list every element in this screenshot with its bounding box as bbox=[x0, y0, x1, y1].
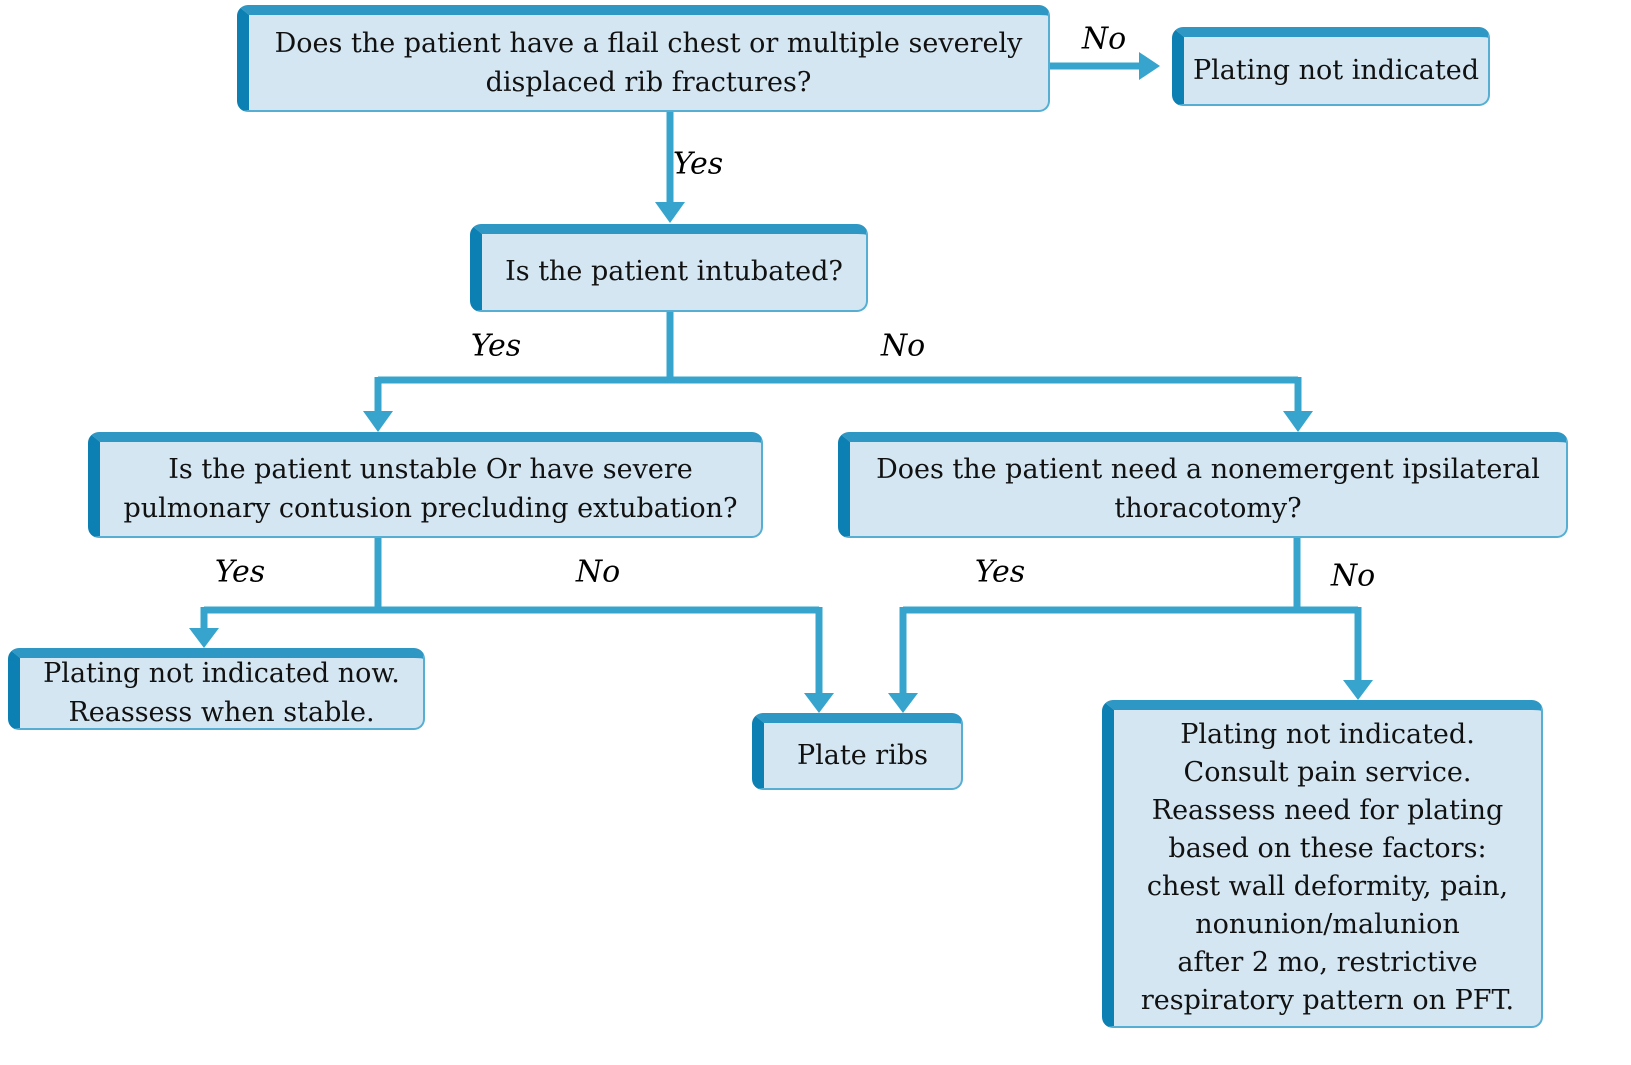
decision-thoracotomy-text: Does the patient need a nonemergent ipsi… bbox=[876, 454, 1540, 524]
outcome-plate-ribs: Plate ribs bbox=[752, 713, 963, 790]
outcome-plating-not-indicated: Plating not indicated bbox=[1172, 27, 1490, 106]
arrowhead-q2-no bbox=[1283, 411, 1313, 432]
edge-label-q4-no: No bbox=[1330, 558, 1376, 594]
decision-thoracotomy: Does the patient need a nonemergent ipsi… bbox=[838, 432, 1568, 538]
connector-q2-split bbox=[374, 312, 1302, 412]
edge-label-q4-yes: Yes bbox=[974, 554, 1026, 590]
decision-unstable-contusion-text: Is the patient unstable Or have severe p… bbox=[123, 454, 738, 524]
arrowhead-q1-yes bbox=[655, 202, 685, 223]
outcome-reassess-when-stable-text: Plating not indicated now. Reassess when… bbox=[43, 658, 400, 728]
edge-label-q3-no: No bbox=[575, 554, 621, 590]
outcome-consult-pain-service: Plating not indicated. Consult pain serv… bbox=[1102, 700, 1543, 1028]
decision-flail-chest-text: Does the patient have a flail chest or m… bbox=[274, 27, 1023, 98]
arrowhead-q4-yes bbox=[888, 693, 918, 713]
edge-label-q1-yes: Yes bbox=[672, 146, 724, 182]
arrowhead-q1-no bbox=[1139, 52, 1160, 80]
decision-intubated: Is the patient intubated? bbox=[470, 224, 868, 312]
edge-label-q1-no: No bbox=[1081, 21, 1127, 57]
arrowhead-q3-yes bbox=[189, 628, 219, 648]
edge-label-q2-no: No bbox=[880, 328, 926, 364]
arrowhead-q4-no bbox=[1343, 680, 1373, 700]
decision-intubated-text: Is the patient intubated? bbox=[505, 256, 843, 287]
outcome-plating-not-indicated-text: Plating not indicated bbox=[1193, 54, 1479, 86]
edge-label-q3-yes: Yes bbox=[214, 554, 266, 590]
outcome-consult-pain-service-text: Plating not indicated. Consult pain serv… bbox=[1140, 719, 1515, 1016]
outcome-plate-ribs-text: Plate ribs bbox=[797, 739, 928, 771]
decision-unstable-contusion: Is the patient unstable Or have severe p… bbox=[88, 432, 763, 538]
outcome-reassess-when-stable: Plating not indicated now. Reassess when… bbox=[8, 648, 425, 730]
arrowhead-q2-yes bbox=[363, 411, 393, 432]
edge-label-q2-yes: Yes bbox=[470, 328, 522, 364]
connector-q3-split bbox=[200, 538, 823, 694]
decision-flail-chest: Does the patient have a flail chest or m… bbox=[237, 5, 1050, 112]
arrowhead-q3-no bbox=[804, 693, 834, 713]
connector-q4-split bbox=[899, 538, 1362, 694]
